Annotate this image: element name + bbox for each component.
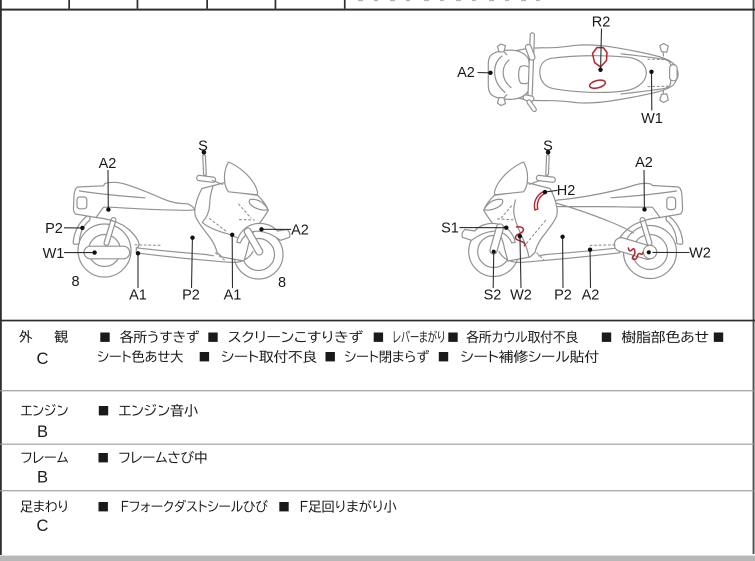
svg-text:A2: A2 bbox=[457, 65, 475, 81]
svg-text:S2: S2 bbox=[484, 288, 502, 304]
svg-text:B: B bbox=[37, 423, 48, 441]
svg-text:W2: W2 bbox=[689, 246, 711, 262]
svg-text:A2: A2 bbox=[635, 155, 653, 171]
svg-text:R2: R2 bbox=[592, 15, 611, 31]
svg-text:S: S bbox=[198, 139, 208, 155]
svg-text:C: C bbox=[37, 517, 49, 535]
svg-text:P2: P2 bbox=[45, 221, 63, 237]
svg-text:P2: P2 bbox=[554, 288, 572, 304]
svg-text:8: 8 bbox=[71, 274, 79, 290]
svg-text:W1: W1 bbox=[641, 111, 663, 127]
svg-text:W2: W2 bbox=[510, 288, 532, 304]
svg-text:W1: W1 bbox=[43, 246, 65, 262]
svg-text:B: B bbox=[37, 469, 48, 487]
svg-text:A2: A2 bbox=[99, 156, 117, 172]
svg-text:A1: A1 bbox=[224, 288, 242, 304]
svg-text:A1: A1 bbox=[129, 288, 147, 304]
svg-text:P2: P2 bbox=[182, 288, 200, 304]
svg-text:C: C bbox=[37, 350, 49, 368]
svg-text:H2: H2 bbox=[557, 183, 576, 199]
svg-text:A2: A2 bbox=[582, 288, 600, 304]
svg-text:A2: A2 bbox=[291, 223, 309, 239]
svg-text:S: S bbox=[543, 139, 553, 155]
svg-text:S1: S1 bbox=[441, 221, 459, 237]
svg-text:8: 8 bbox=[278, 275, 286, 291]
